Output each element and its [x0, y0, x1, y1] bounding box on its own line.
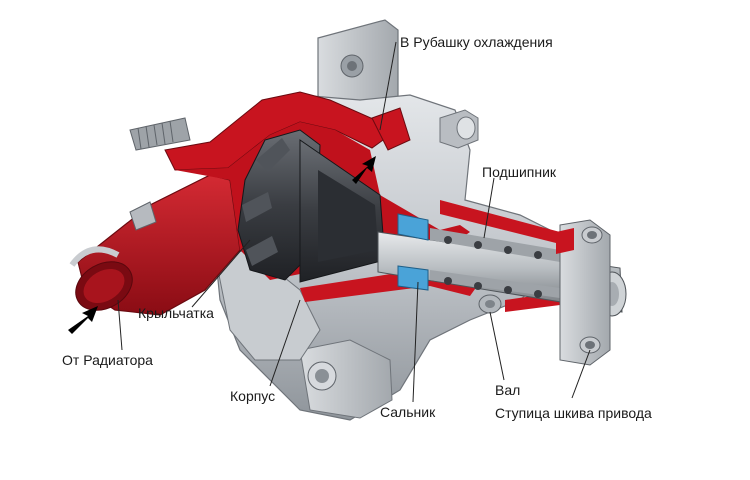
flow-arrow-outlet [352, 156, 376, 184]
label-seal: Сальник [380, 404, 436, 420]
seal [397, 213, 429, 291]
mounting-stud [129, 117, 191, 231]
label-bearing: Подшипник [482, 164, 557, 180]
label-housing: Корпус [230, 388, 276, 404]
label-pulley-hub: Ступица шкива привода [495, 405, 652, 421]
flow-arrow-inlet [68, 306, 98, 334]
drain-plug [478, 294, 502, 314]
leader-lines [117, 41, 591, 403]
label-cooling-jacket: В Рубашку охлаждения [400, 34, 553, 50]
label-shaft: Вал [495, 382, 521, 398]
label-impeller: Крыльчатка [138, 305, 214, 321]
pulley-hub [556, 219, 611, 366]
impeller [237, 129, 386, 283]
bearing [430, 228, 560, 298]
label-from-radiator: От Радиатора [62, 352, 153, 368]
